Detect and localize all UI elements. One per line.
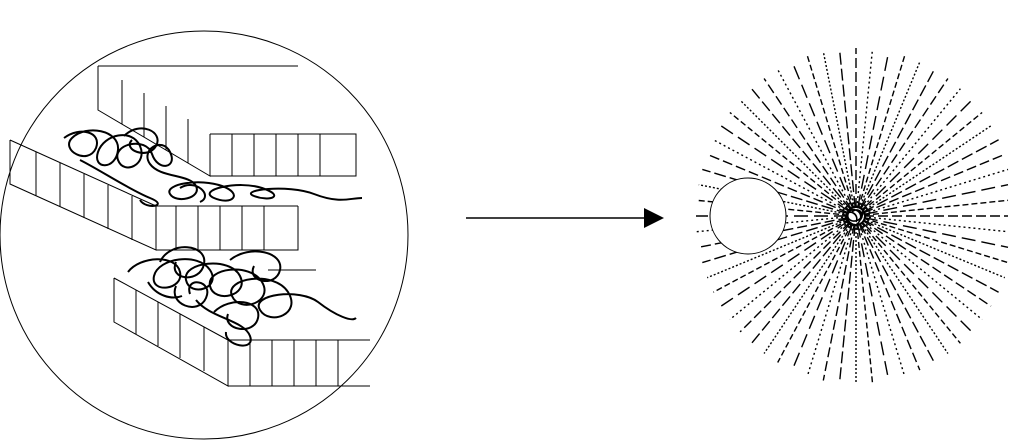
radial-ray [791, 61, 854, 209]
radial-ray [861, 111, 983, 212]
radial-ray [863, 217, 1009, 264]
radial-ray [863, 184, 1009, 216]
radial-ray [777, 222, 853, 363]
radial-ray [856, 51, 890, 209]
radial-ray [863, 216, 1009, 233]
arrowhead-icon [644, 208, 664, 228]
radial-ray [862, 139, 999, 213]
radial-ray [720, 125, 850, 213]
top-layer [97, 65, 357, 177]
radial-ray [729, 111, 851, 212]
radial-ray [838, 223, 856, 384]
radial-ray [751, 221, 852, 344]
radial-rays [696, 48, 1009, 384]
radial-ray [862, 219, 992, 307]
radial-ray [861, 221, 973, 333]
radial-ray [739, 221, 851, 333]
bottom-layer-segments [135, 290, 339, 386]
burst-small-circle [709, 177, 787, 255]
radial-ray [859, 78, 949, 210]
radial-ray [860, 88, 961, 211]
magnified-view-circle [0, 30, 409, 440]
right-arrow [466, 208, 664, 228]
burst-view-panel [696, 48, 1009, 384]
radial-ray [856, 48, 874, 209]
radial-ray [863, 216, 1009, 248]
radial-ray [863, 199, 1009, 216]
radial-ray [863, 218, 1006, 279]
bottom-tangle [127, 246, 357, 347]
radial-ray [720, 219, 850, 307]
radial-ray [862, 125, 992, 213]
radial-ray [857, 223, 906, 377]
radial-ray [856, 223, 890, 381]
radial-ray [713, 139, 850, 213]
radial-ray [861, 220, 983, 321]
radial-ray [859, 69, 935, 210]
radial-ray [777, 69, 853, 210]
radial-ray [713, 219, 850, 293]
radial-ray [858, 223, 921, 371]
burst-dense-core [845, 205, 864, 227]
radial-ray [858, 61, 921, 209]
radial-ray [838, 48, 856, 209]
radial-ray [763, 78, 853, 210]
radial-ray [859, 222, 935, 363]
radial-ray [862, 219, 999, 293]
radial-ray [706, 218, 849, 279]
radial-ray [806, 55, 855, 209]
radial-ray [702, 168, 849, 215]
radial-ray [806, 223, 855, 377]
bottom-layer [113, 269, 370, 387]
magnified-view-panel [0, 30, 409, 440]
radial-ray [863, 153, 1006, 214]
radial-ray [791, 223, 854, 371]
radial-ray [822, 51, 856, 209]
radial-ray [856, 223, 874, 384]
radial-ray [729, 220, 851, 321]
middle-layer [9, 139, 299, 251]
radial-ray [822, 223, 856, 381]
radial-ray [706, 153, 849, 214]
radial-ray [860, 221, 961, 344]
radial-ray [863, 168, 1009, 215]
radial-ray [861, 99, 973, 211]
middle-layer-segments [35, 152, 265, 250]
radial-ray [702, 217, 849, 264]
middle-tangle [63, 127, 363, 207]
radial-ray [739, 99, 851, 211]
top-layer-segments [121, 80, 321, 176]
radial-ray [751, 88, 852, 211]
